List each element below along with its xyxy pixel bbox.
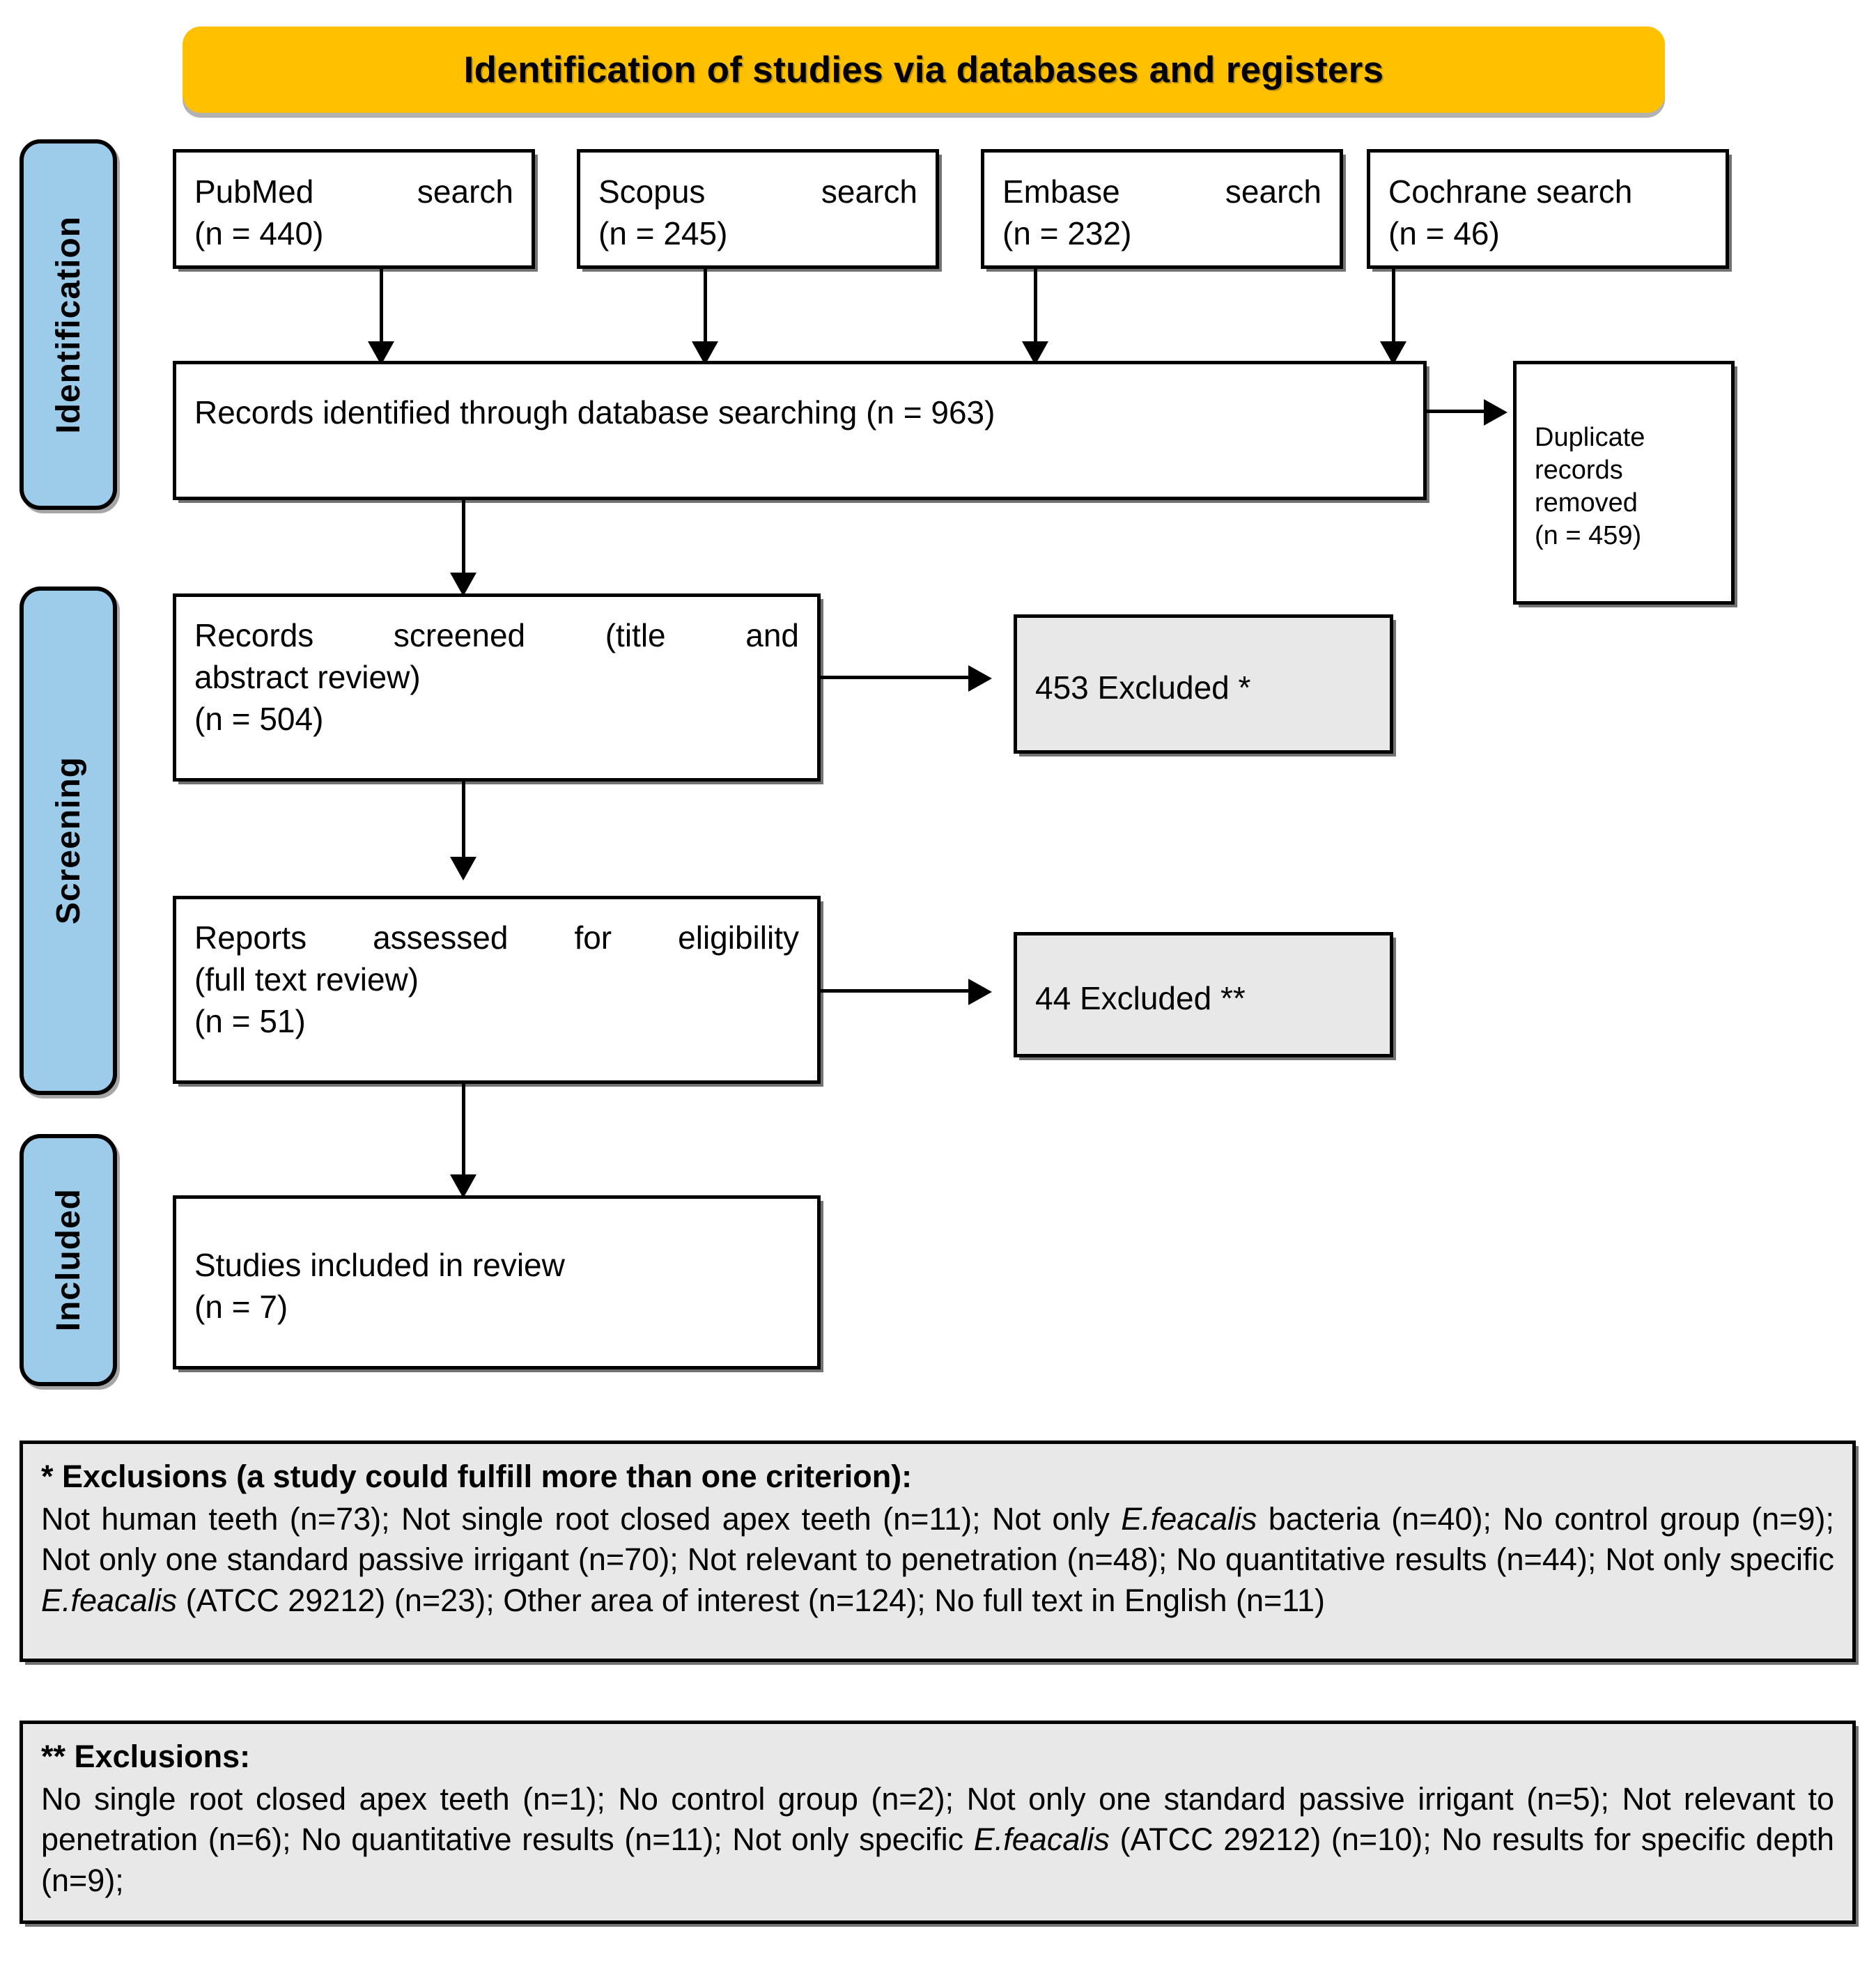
source-name-embase: Embase search (1002, 173, 1321, 210)
duplicates-line-3: removed (1535, 488, 1638, 518)
exclusions-note-secondary: ** Exclusions: No single root closed ape… (20, 1721, 1856, 1924)
connector-embase-to-records (1034, 269, 1037, 357)
duplicates-line-2: records (1535, 455, 1623, 485)
source-count-scopus: (n = 245) (598, 215, 728, 251)
excluded-eligibility-text: 44 Excluded ** (1035, 980, 1246, 1017)
source-name-pubmed: PubMed search (194, 173, 513, 210)
excluded-screening-text: 453 Excluded * (1035, 669, 1251, 706)
stage-bar-identification: Identification (20, 139, 117, 510)
arrowhead-included (450, 1174, 476, 1198)
source-name-scopus: Scopus search (598, 173, 917, 210)
studies-included-line-2: (n = 7) (194, 1289, 288, 1325)
records-screened-line-3: (n = 504) (194, 700, 324, 737)
duplicate-records-box: Duplicate records removed (n = 459) (1513, 361, 1735, 605)
diagram-title-banner: Identification of studies via databases … (183, 26, 1665, 113)
records-screened-box: Records screened (title and abstract rev… (173, 593, 821, 782)
source-box-cochrane: Cochrane search (n = 46) (1367, 149, 1729, 269)
arrowhead-excluded-44 (968, 979, 992, 1005)
exclusions-note-secondary-header: ** Exclusions: (41, 1739, 251, 1774)
studies-included-box: Studies included in review (n = 7) (173, 1195, 821, 1369)
reports-assessed-line-1: Reports assessed for eligibility (194, 919, 799, 956)
records-screened-line-1: Records screened (title and (194, 617, 799, 653)
stage-label-included: Included (49, 1188, 87, 1332)
arrowhead-reports (450, 857, 476, 880)
duplicates-line-4: (n = 459) (1535, 521, 1642, 551)
records-screened-line-2: abstract review) (194, 658, 421, 695)
reports-assessed-line-2: (full text review) (194, 961, 419, 997)
source-count-pubmed: (n = 440) (194, 215, 324, 251)
exclusions-note-secondary-body: No single root closed apex teeth (n=1); … (41, 1780, 1835, 1898)
records-identified-box: Records identified through database sear… (173, 361, 1427, 500)
arrowhead-duplicates (1484, 399, 1507, 426)
stage-label-screening: Screening (49, 756, 87, 925)
stage-bar-screening: Screening (20, 587, 117, 1095)
connector-pubmed-to-records (380, 269, 383, 357)
connector-cochrane-to-records (1392, 269, 1395, 357)
records-identified-text: Records identified through database sear… (194, 394, 995, 430)
source-box-pubmed: PubMed search (n = 440) (173, 149, 535, 269)
connector-reports-to-included (462, 1084, 465, 1188)
arrowhead-excluded-453 (968, 665, 992, 692)
source-box-embase: Embase search (n = 232) (981, 149, 1343, 269)
connector-scopus-to-records (704, 269, 707, 357)
connector-reports-to-excluded (821, 989, 981, 993)
source-box-scopus: Scopus search (n = 245) (577, 149, 939, 269)
reports-assessed-box: Reports assessed for eligibility (full t… (173, 896, 821, 1084)
exclusions-note-primary-header: * Exclusions (a study could fulfill more… (41, 1459, 913, 1494)
stage-bar-included: Included (20, 1134, 117, 1386)
stage-label-identification: Identification (49, 215, 87, 434)
reports-assessed-line-3: (n = 51) (194, 1002, 306, 1039)
exclusions-note-primary: * Exclusions (a study could fulfill more… (20, 1441, 1856, 1662)
duplicates-line-1: Duplicate (1535, 422, 1645, 452)
source-count-embase: (n = 232) (1002, 215, 1132, 251)
arrowhead-screened (450, 573, 476, 596)
connector-records-to-screened (462, 500, 465, 588)
source-name-cochrane: Cochrane search (1388, 173, 1633, 210)
exclusions-note-primary-body: Not human teeth (n=73); Not single root … (41, 1500, 1834, 1618)
connector-screened-to-excluded (821, 676, 981, 679)
connector-screened-to-reports (462, 782, 465, 872)
connector-records-to-duplicates (1427, 410, 1499, 413)
excluded-eligibility-box: 44 Excluded ** (1014, 932, 1393, 1057)
page-title: Identification of studies via databases … (463, 49, 1384, 91)
source-count-cochrane: (n = 46) (1388, 215, 1500, 251)
studies-included-line-1: Studies included in review (194, 1247, 565, 1284)
excluded-screening-box: 453 Excluded * (1014, 614, 1393, 754)
